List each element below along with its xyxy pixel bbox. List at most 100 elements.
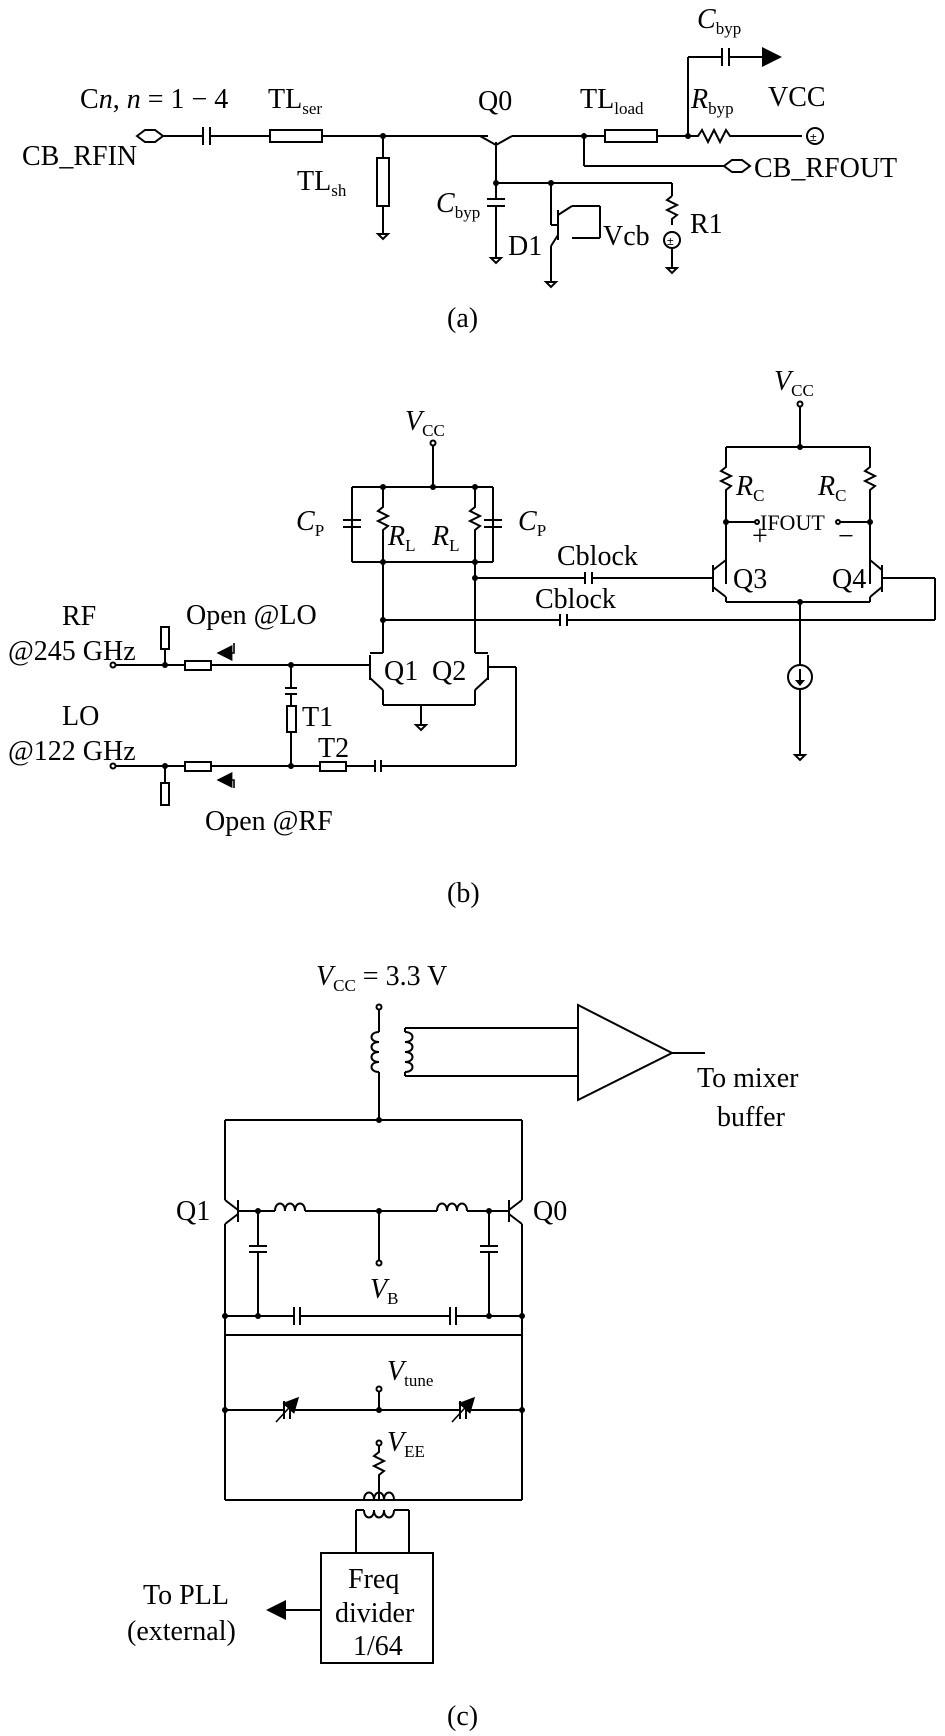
q0-transistor: [479, 135, 513, 183]
caption-b: (b): [447, 878, 480, 909]
q2-transistor: [474, 652, 516, 705]
r1-label: R1: [690, 209, 723, 240]
cblock2-label: Cblock: [535, 584, 616, 615]
rfin-port: [135, 129, 165, 143]
cb-rfout-label: CB_RFOUT: [754, 153, 897, 184]
rl-right-label: RL: [431, 521, 460, 555]
freq-divider-box: [320, 1552, 434, 1664]
q4-transistor: [869, 559, 885, 602]
ifout-minus: −: [838, 521, 854, 552]
panel-c: VCC = 3.3 V To mixer buffer Q1 Q0 VB Vtu…: [127, 961, 799, 1732]
d1-label: D1: [508, 231, 542, 262]
t1-label: T1: [302, 702, 333, 733]
vcc-left-label: VCC: [405, 406, 445, 440]
cn-label: Cn, n = 1 − 4: [80, 84, 228, 115]
vcc-port: [806, 127, 824, 145]
caption-c: (c): [447, 1701, 478, 1732]
open-lo-label: Open @LO: [186, 600, 317, 631]
rf-freq-label: @245 GHz: [8, 636, 136, 667]
cbyp-top-capacitor: [721, 48, 730, 66]
lo-tline: [184, 761, 212, 772]
r1-resistor: [664, 195, 680, 225]
to-mixer-label-2: buffer: [717, 1102, 786, 1133]
tl-load: [604, 129, 658, 143]
q1-transistor: [369, 652, 384, 705]
q4-label: Q4: [832, 564, 866, 595]
q3-transistor: [710, 559, 727, 602]
lo-label: LO: [62, 701, 99, 732]
rbyp-resistor: [688, 127, 802, 145]
t1-tline: [286, 705, 297, 733]
cp-right-label: CP: [518, 506, 546, 540]
rbyp-label: Rbyp: [690, 84, 734, 118]
cb-rfin-label: CB_RFIN: [22, 141, 137, 172]
lo-freq-label: @122 GHz: [8, 736, 136, 767]
buffer-amplifier: [577, 1003, 675, 1102]
output-transformer-primary: [363, 1491, 395, 1501]
tl-ser: [269, 129, 323, 143]
cbyp-top-label: Cbyp: [697, 4, 741, 38]
ifout-plus: +: [752, 521, 768, 552]
caption-a: (a): [447, 303, 478, 334]
d1-diode-transistor: [550, 183, 601, 282]
tl-ser-label: TLser: [268, 84, 322, 118]
t2-label: T2: [318, 733, 349, 764]
to-pll-label-2: (external): [127, 1616, 236, 1647]
svg-text:±: ±: [810, 130, 817, 144]
q1-oscillator-transistor: [224, 1199, 239, 1225]
cbyp-bottom-label: Cbyp: [436, 188, 480, 222]
transformer-secondary: [404, 1031, 414, 1073]
cp-right-capacitor: [484, 519, 502, 528]
rl-right-resistor: [467, 487, 483, 562]
cbyp-bottom-capacitor: [487, 198, 505, 207]
vcc-label: VCC: [768, 82, 826, 113]
ifout-label: IFOUT: [760, 510, 825, 535]
lo-stub: [160, 782, 170, 806]
rfout-port: [722, 159, 752, 173]
q1-label: Q1: [384, 656, 418, 687]
tl-sh-label: TLsh: [297, 166, 347, 200]
freq-divider-label-1: Freq: [348, 1564, 399, 1595]
cn-capacitor: [202, 127, 211, 145]
inductor-left: [274, 1202, 306, 1212]
transformer-primary: [370, 1031, 380, 1073]
rf-stub: [160, 626, 170, 650]
cp-left-label: CP: [296, 506, 324, 540]
vee-label: VEE: [387, 1427, 425, 1461]
rc-left-resistor: [718, 447, 734, 584]
panel-b: VCC VCC CP RL RL CP RC RC IFOUT + − Cblo…: [8, 366, 936, 909]
vb-label: VB: [370, 1274, 398, 1308]
vee-resistor: [371, 1446, 387, 1485]
rf-tline: [184, 660, 212, 671]
output-transformer-secondary: [363, 1509, 395, 1519]
vtune-label: Vtune: [387, 1356, 433, 1390]
tl-sh: [376, 157, 390, 207]
rc-left-label: RC: [735, 471, 764, 505]
q0-label: Q0: [478, 86, 512, 117]
vcb-label: Vcb: [603, 221, 650, 252]
rc-right-resistor: [862, 447, 878, 584]
panel-a: ±: [22, 4, 897, 334]
rl-left-resistor: [375, 487, 391, 627]
rc-right-label: RC: [817, 471, 846, 505]
q2-label: Q2: [432, 656, 466, 687]
cp-left-capacitor: [343, 487, 361, 528]
cblock1-label: Cblock: [557, 541, 638, 572]
q0-c-label: Q0: [533, 1196, 567, 1227]
freq-divider-label-2: divider: [335, 1598, 415, 1629]
to-mixer-label-1: To mixer: [697, 1063, 799, 1094]
vcc-c-label: VCC = 3.3 V: [316, 961, 447, 995]
q1-c-label: Q1: [176, 1196, 210, 1227]
to-pll-label-1: To PLL: [143, 1580, 229, 1611]
open-rf-label: Open @RF: [205, 806, 333, 837]
rl-left-label: RL: [387, 521, 416, 555]
q3-label: Q3: [733, 564, 767, 595]
svg-text:±: ±: [667, 234, 674, 248]
tl-load-label: TLload: [580, 84, 644, 118]
freq-divider-label-3: 1/64: [353, 1631, 403, 1662]
q0-oscillator-transistor: [508, 1199, 523, 1225]
inductor-right: [436, 1202, 468, 1212]
rf-label: RF: [62, 601, 96, 632]
vcc-right-label: VCC: [774, 366, 814, 400]
